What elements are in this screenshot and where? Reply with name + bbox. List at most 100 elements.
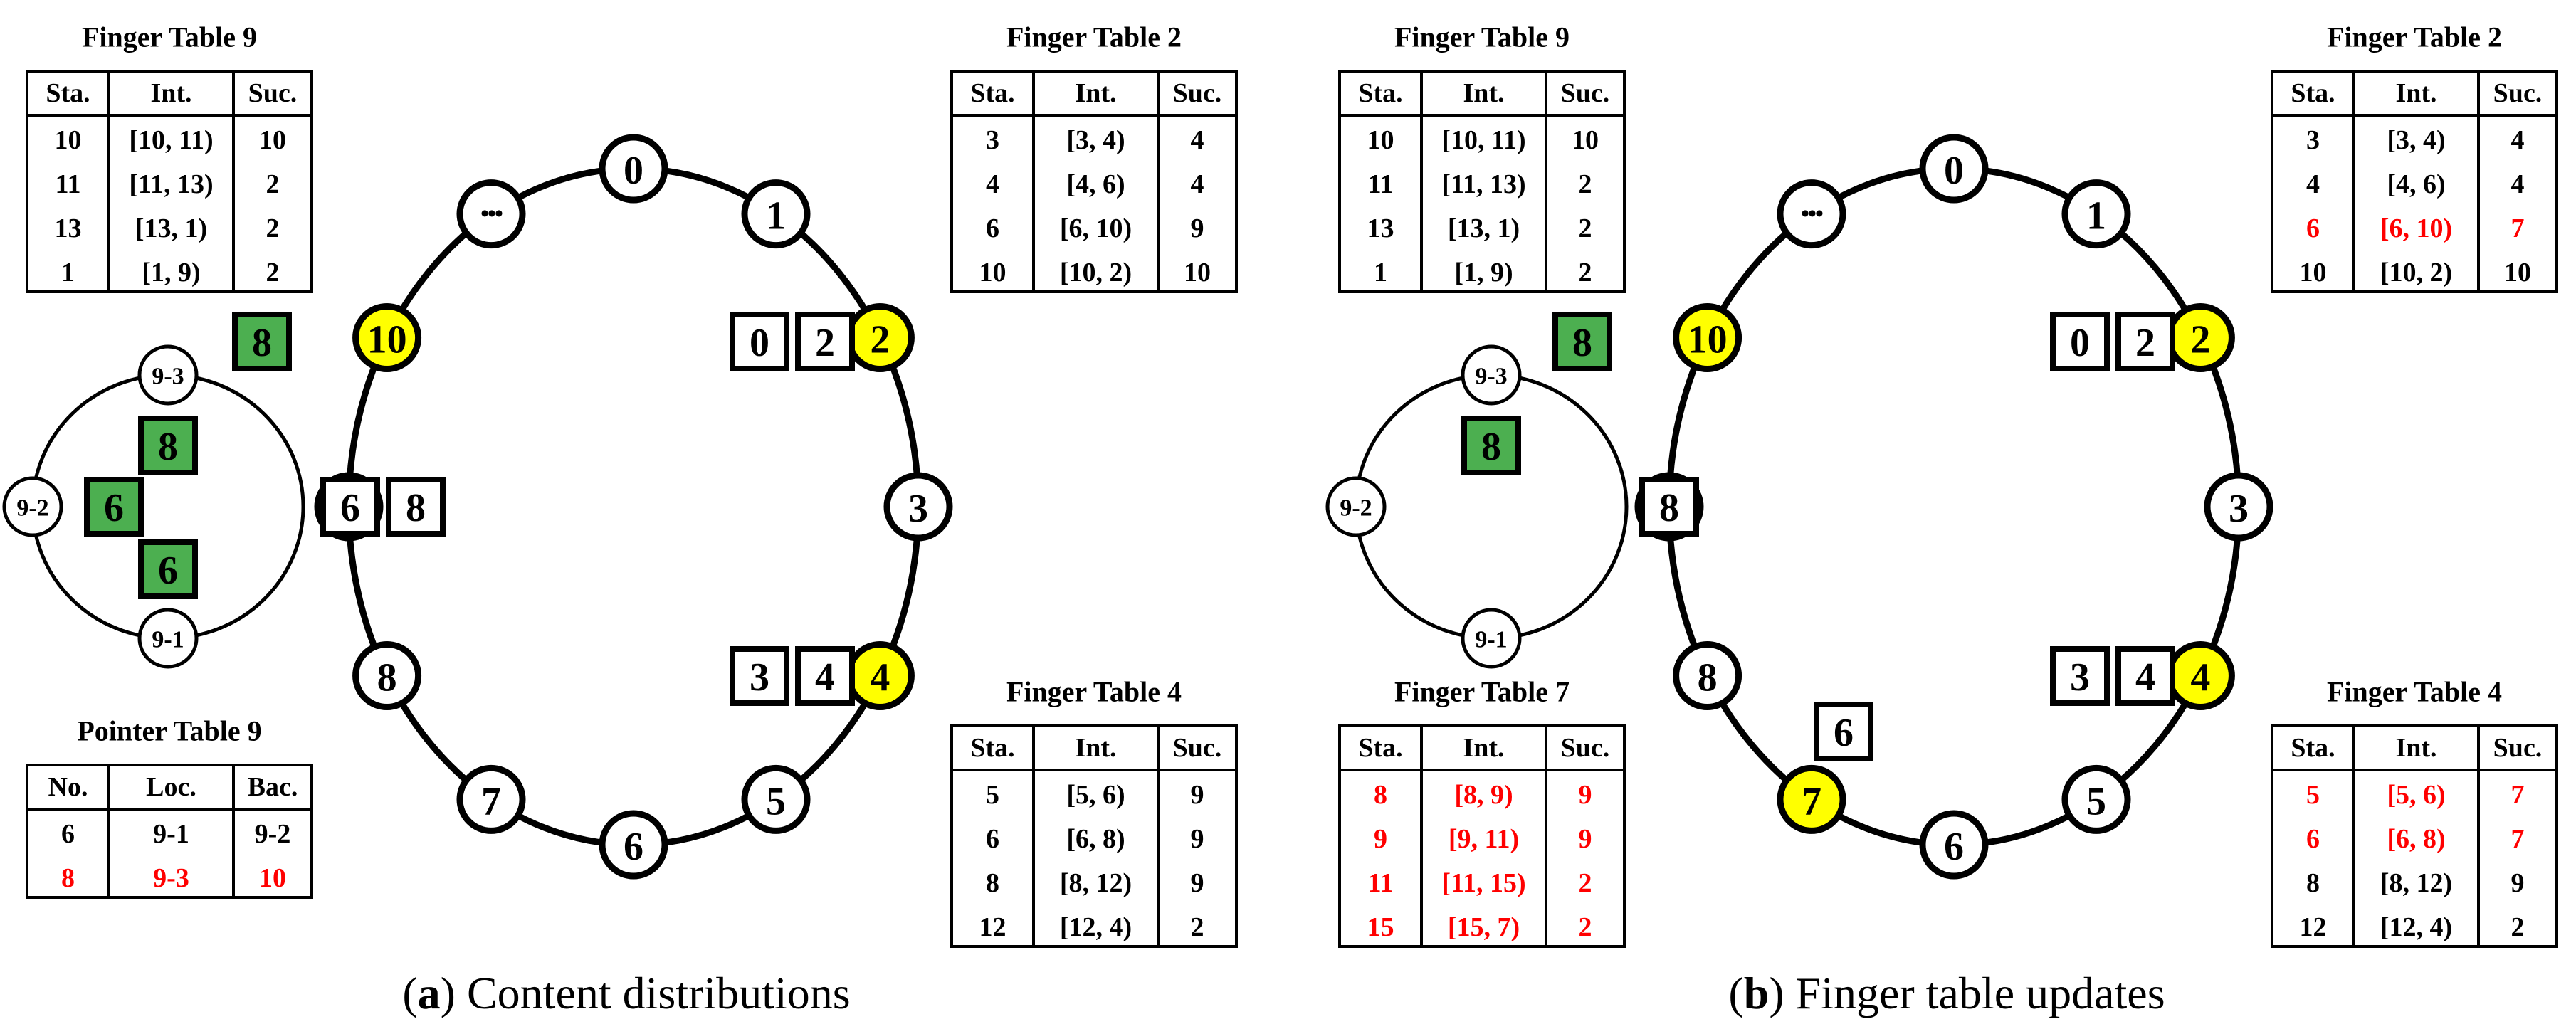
ring-node-dotdotdot [1777,179,1846,249]
table-cell: [8, 12) [2380,868,2452,898]
caption-paren-open: ( [1728,968,1743,1018]
table-cell: 12 [2300,912,2327,942]
table-cell: 9 [1191,780,1204,810]
table-header-cell: Sta. [1358,78,1402,108]
ring-node-label: ••• [480,201,503,227]
table-header-cell: Int. [2395,733,2436,763]
table-cell: 2 [266,258,280,287]
content-box-node-4-label: 4 [815,655,835,700]
table-header-cell: Sta. [1358,733,1402,763]
table-title: Finger Table 2 [2327,21,2502,53]
table-cell: [8, 12) [1060,868,1132,898]
table-cell: 9 [1579,780,1592,810]
ring-node-7 [456,764,526,834]
sub-content-box [1461,416,1521,475]
table-header-cell: Int. [1463,78,1504,108]
sub-node-9-1 [1461,608,1522,669]
table-cell: [10, 11) [1441,125,1525,155]
content-box-node-9-label: 6 [340,486,360,530]
table-cell: 2 [1191,912,1204,942]
table-cell: 7 [2511,824,2525,854]
table-cell: [4, 6) [1066,169,1125,199]
table-header-cell: Sta. [46,78,90,108]
table-header-cell: Suc. [1173,78,1222,108]
table-cell: 1 [1374,258,1387,287]
sub-node-9-2 [2,476,63,537]
table-cell: 9-1 [153,819,189,849]
sub-content-box-label: 6 [104,486,124,530]
table-title: Finger Table 9 [1394,21,1570,53]
table-header-cell: Suc. [1561,78,1610,108]
table-cell: 4 [1191,169,1204,199]
table-cell: 6 [2306,824,2320,854]
content-box-node-4-label: 4 [2135,655,2155,700]
table-title: Pointer Table 9 [77,715,261,747]
table-cell: [5, 6) [1066,780,1125,810]
sub-node-label: 9-2 [16,495,48,522]
table-cell: 6 [986,824,999,854]
ring-node-label: 5 [766,779,786,823]
table-header-cell: Sta. [970,733,1014,763]
table-cell: 2 [2511,912,2525,942]
table-frame [26,70,313,293]
table-header-cell: Suc. [248,78,298,108]
table-title: Finger Table 2 [1006,21,1182,53]
table-cell: 2 [1579,912,1592,942]
table-cell: [8, 9) [1454,780,1513,810]
sub-content-box-label: 8 [158,425,178,469]
content-box-node-2-label: 0 [750,321,769,365]
table-cell: [11, 13) [1441,169,1525,199]
ring-node-label: 4 [870,656,890,700]
table-cell: 9 [1191,213,1204,243]
content-box-node-4 [2115,646,2175,706]
table-cell: [1, 9) [1454,258,1513,287]
caption-letter: b [1744,968,1770,1018]
ring-node-6 [1919,810,1989,880]
table-frame [950,70,1238,293]
table-header-cell: Loc. [146,772,196,802]
table-cell: [5, 6) [2387,780,2445,810]
ring-node-label: 10 [1688,318,1728,362]
table-cell: 10 [979,258,1006,287]
sub-node-label: 9-2 [1340,495,1372,522]
content-box-node-7 [1814,702,1873,761]
sub-node-9-1 [137,608,199,669]
table-header-cell: Bac. [248,772,298,802]
table-frame [1338,70,1626,293]
ring-node-label: 8 [1698,656,1718,700]
sub-content-box [138,416,198,475]
panel-caption: (b) Finger table updates [1728,968,2165,1018]
content-box-node-9 [1639,477,1699,537]
table-cell: 7 [2511,213,2525,243]
ring-node-label: 2 [2190,318,2210,362]
ring-node-label: 1 [766,194,786,238]
table-cell: 12 [979,912,1006,942]
content-box-node-10-label: 8 [252,321,272,365]
content-box-node-2 [795,312,855,371]
content-box-node-4 [730,646,789,706]
ring-node-label: 6 [624,825,643,869]
table-cell: 10 [259,125,286,155]
ring-node-dotdotdot [456,179,526,249]
content-box-node-4 [2050,646,2110,706]
table-cell: 8 [986,868,999,898]
table-cell: 10 [2504,258,2531,287]
table-cell: 13 [1367,213,1394,243]
table-title: Finger Table 9 [82,21,257,53]
content-box-node-4-label: 3 [2070,655,2090,700]
ring-node-10 [1673,303,1742,372]
caption-text: Content distributions [456,968,851,1018]
table-cell: 4 [2511,169,2525,199]
caption-text: Finger table updates [1784,968,2165,1018]
ring-node-label: 8 [377,656,397,700]
table-cell: [12, 4) [1060,912,1132,942]
table-title: Finger Table 4 [1006,676,1182,708]
table-cell: 2 [266,213,280,243]
caption-paren-open: ( [402,968,417,1018]
table-header-cell: Suc. [2493,733,2543,763]
